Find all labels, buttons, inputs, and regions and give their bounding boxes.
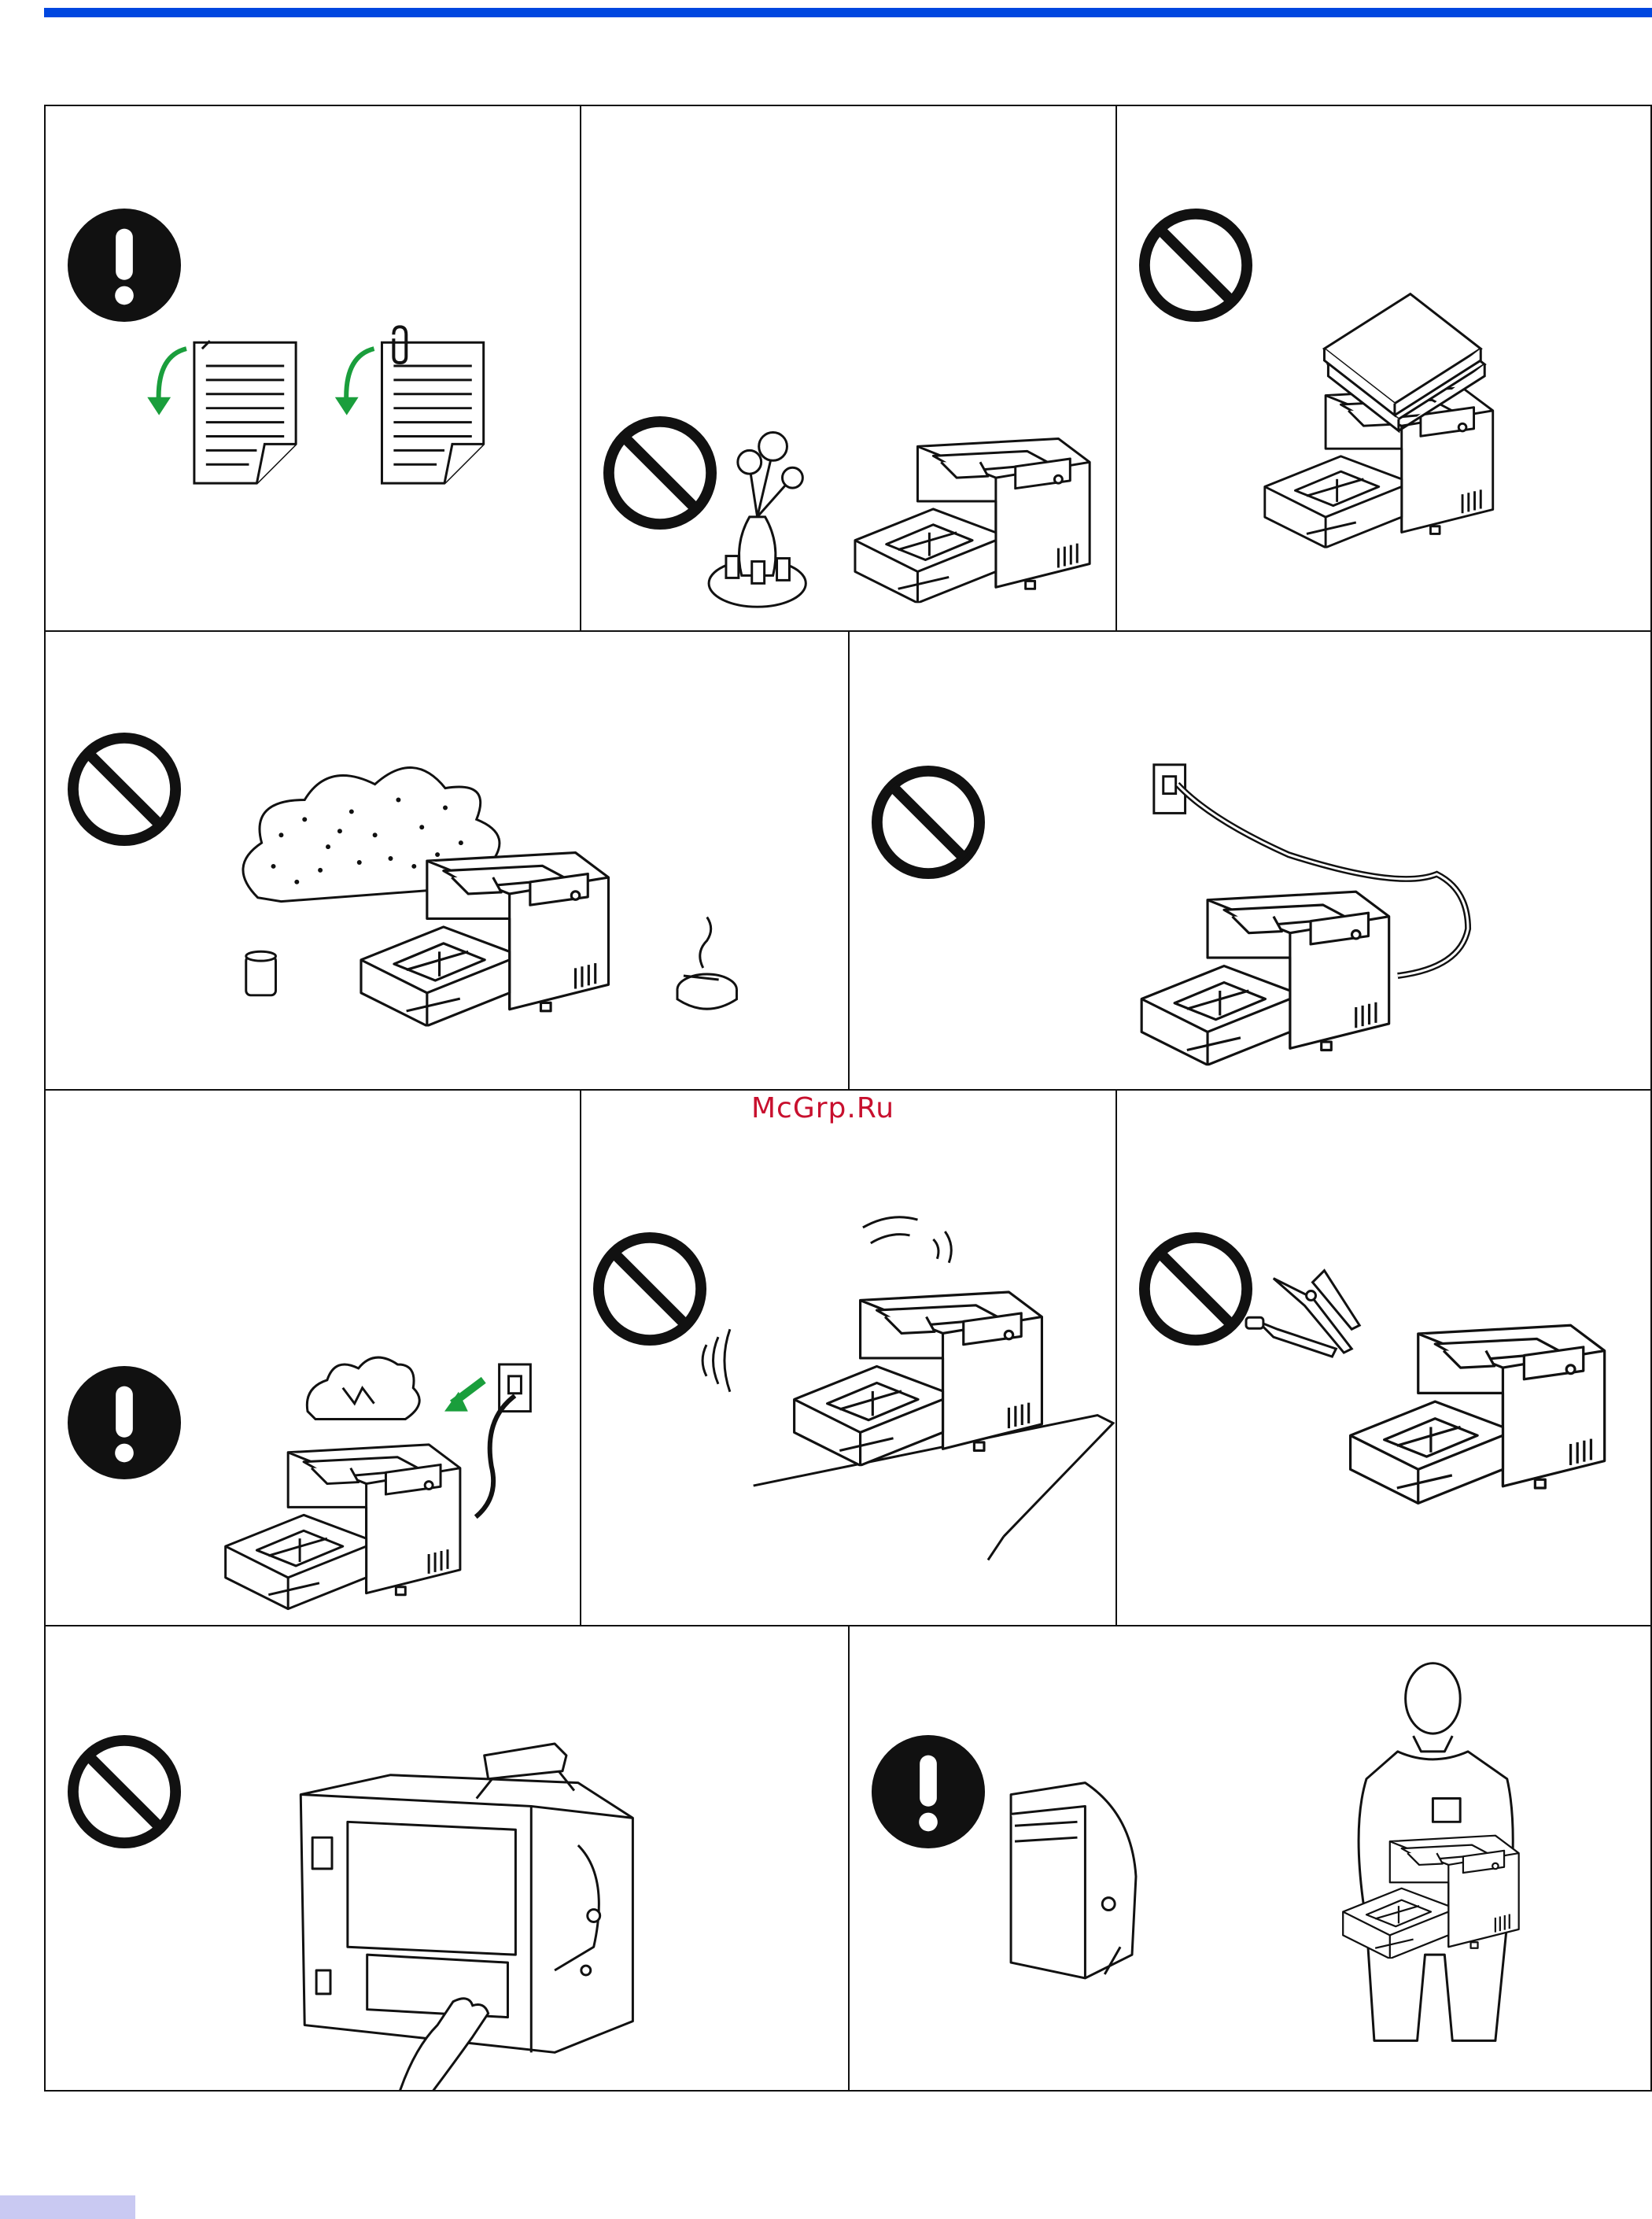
books-on-scanner <box>1117 106 1650 630</box>
vibrating-scanner-on-table-edge <box>581 1091 1115 1625</box>
panel-unplug-if-smoke-or-odor <box>44 1089 581 1626</box>
panel-no-damaged-power-cord <box>848 630 1652 1091</box>
dust-cloud-smoke-scanner <box>46 632 848 1089</box>
vase-and-cups-beside-scanner <box>581 106 1115 630</box>
smoking-scanner-unplug <box>46 1091 580 1625</box>
panel-do-not-disassemble <box>1115 1089 1652 1626</box>
panel-no-heavy-objects-on-top <box>1115 105 1652 632</box>
scanner-with-power-cord <box>850 632 1650 1089</box>
panel-remove-staples-clips <box>44 105 581 632</box>
panel-no-unstable-surface <box>580 1089 1117 1626</box>
person-carrying-scanner <box>850 1626 1650 2090</box>
page-corner-tab <box>0 2195 135 2219</box>
panel-do-not-touch-internal-parts <box>44 1625 850 2092</box>
stapled-and-clipped-document-icons <box>46 106 580 630</box>
panel-avoid-dust-humidity-smoke <box>44 630 850 1091</box>
header-color-bar <box>44 8 1652 17</box>
panel-no-liquids-near-scanner <box>580 105 1117 632</box>
watermark-text: McGrp.Ru <box>751 1092 894 1124</box>
panel-carry-by-bottom <box>848 1625 1652 2092</box>
pliers-screwdriver-scanner <box>1117 1091 1650 1625</box>
hand-inside-open-scanner <box>46 1626 848 2090</box>
